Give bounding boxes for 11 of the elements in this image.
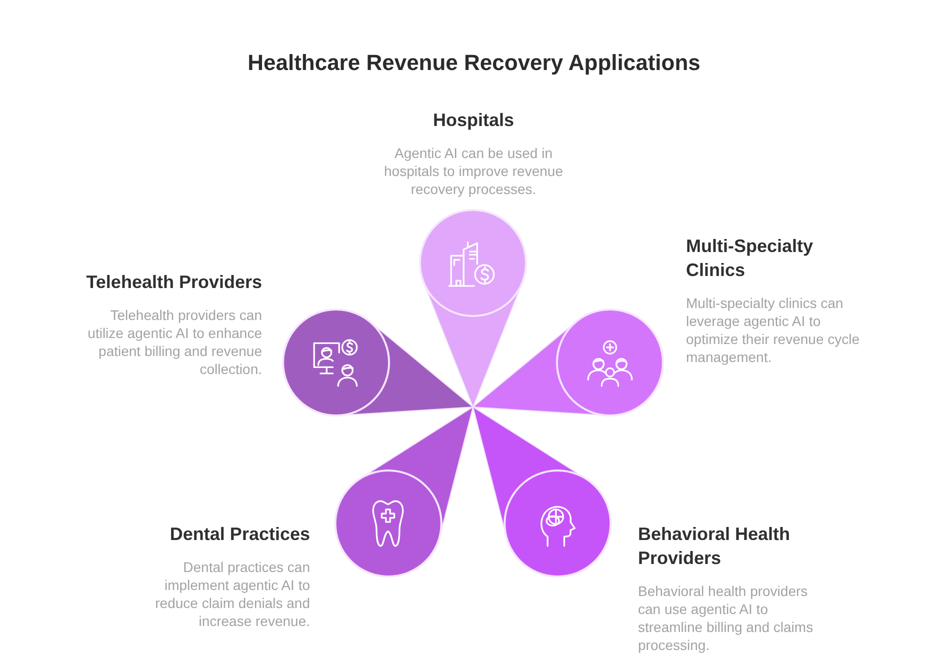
description: Agentic AI can be used in hospitals to improve revenue recovery processes. [383,144,564,198]
heading: Dental Practices [170,523,310,546]
heading: Multi-Specialty Clinics [686,235,814,282]
description: Telehealth providers can utilize agentic AI to enhance patient billing and revenue collection. [86,306,262,378]
heading: Hospitals [432,109,514,132]
description: Dental practices can implement agentic AI to reduce claim denials and increase revenue. [154,558,310,630]
description: Multi-specialty clinics can leverage agentic AI to optimize their revenue cycle management. [686,294,861,366]
description: Behavioral health providers can use agentic AI to streamline billing and claims processing. [638,582,814,654]
title: Healthcare Revenue Recovery Applications [248,49,700,77]
heading: Behavioral Health Providers [638,523,792,570]
heading: Telehealth Providers [86,271,262,294]
